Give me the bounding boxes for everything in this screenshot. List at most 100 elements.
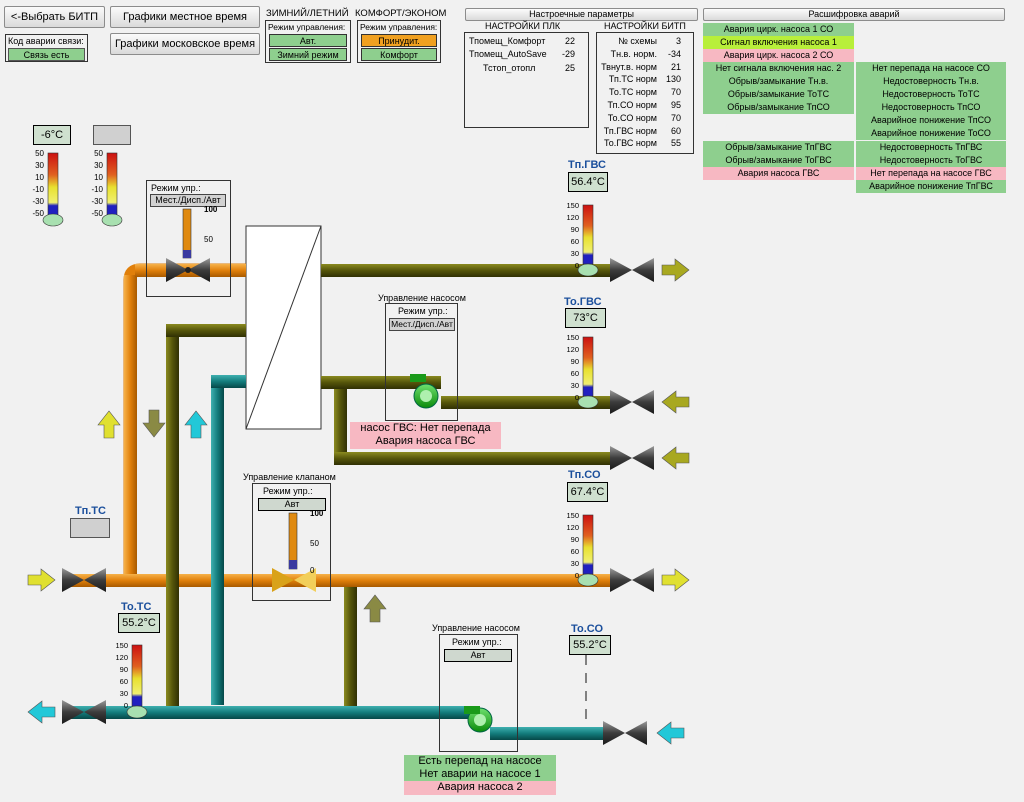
thermometer-to-ts-icon: [126, 644, 148, 719]
scale-tick: -50: [32, 209, 44, 218]
scale-tick: 50: [35, 149, 44, 158]
scale-tick: 120: [566, 345, 579, 354]
bitp-param-name: То.СО норм: [607, 112, 657, 123]
bitp-param-values: 3 -34 21 130 70 95 70 60 55: [659, 35, 681, 150]
scale-tick: 10: [35, 173, 44, 182]
alarm-item: Недостоверность ТоТС: [856, 88, 1006, 101]
plc-param-value: 25: [564, 63, 575, 73]
comfort-state-badge: Комфорт: [361, 48, 437, 61]
scale-tick: 60: [570, 369, 579, 378]
pump-gvs-control-panel: Режим упр.: Мест./Дисп./Авт: [385, 303, 458, 421]
alarm-item: Сигнал включения насоса 1: [703, 36, 854, 49]
tp-gvs-label: Тп.ГВС: [568, 159, 606, 171]
pump-co-message: Есть перепад на насосе: [404, 755, 556, 769]
arrow-co-return-icon: [656, 721, 685, 745]
arrow-down-olive-icon: [142, 409, 166, 438]
bitp-param-name: № схемы: [618, 36, 657, 46]
pump-gvs-title: Управление насосом: [378, 293, 466, 303]
valve-top-scale-max: 100: [204, 205, 218, 214]
scale-tick: 30: [570, 249, 579, 258]
scale-tick: 90: [570, 535, 579, 544]
link-status-badge: Связь есть: [8, 48, 85, 61]
valve-top-control-panel: Режим упр.: Мест./Дисп./Авт 100 50: [146, 180, 231, 297]
bitp-param-value: 55: [670, 138, 681, 149]
scale-tick: 60: [119, 677, 128, 686]
valve-control-mode-label: Режим упр.:: [263, 486, 313, 496]
pump-co-message: Нет аварии на насосе 1: [404, 768, 556, 782]
thermometer-to-gvs-icon: [577, 336, 599, 409]
scale-tick: 90: [570, 357, 579, 366]
arrow-up-olive-icon: [363, 594, 387, 623]
alarm-item: Авария насоса ГВС: [703, 167, 854, 180]
pump-gvs-mode-select[interactable]: Мест./Дисп./Авт: [389, 318, 455, 331]
back-select-bitp-button[interactable]: <-Выбрать БИТП: [4, 6, 105, 28]
plc-settings-panel: Тпомещ_Комфорт 22 Тпомещ_AutoSave -29 Тс…: [464, 32, 589, 128]
valve-control-title: Управление клапаном: [243, 472, 336, 482]
graphs-local-time-button[interactable]: Графики местное время: [110, 6, 260, 28]
pump-gvs-icon[interactable]: [410, 374, 439, 409]
bitp-param-name: То.ГВС норм: [603, 138, 657, 149]
scale-tick: 30: [570, 559, 579, 568]
alarms-header-button[interactable]: Расшифровка аварий: [703, 8, 1005, 21]
arrow-cold-water-icon: [661, 446, 690, 470]
alarm-item: Аварийное понижение ТпГВС: [856, 180, 1006, 193]
season-mode-select[interactable]: Авт.: [269, 34, 347, 47]
scale-tick: 60: [570, 237, 579, 246]
arrow-gvs-return-icon: [661, 390, 690, 414]
valve-co-return-icon: [603, 721, 647, 745]
to-co-label: То.СО: [571, 623, 604, 635]
comfort-panel: Режим управления: Принудит. Комфорт: [357, 20, 441, 63]
scale-tick: 90: [119, 665, 128, 674]
graphs-moscow-time-button[interactable]: Графики московское время: [110, 33, 260, 55]
bitp-param-name: Тп.СО норм: [607, 99, 657, 110]
bitp-param-name: Твнут.в. норм: [601, 61, 657, 72]
valve-top-mode-select[interactable]: Мест./Дисп./Авт: [150, 194, 226, 207]
valve-top-position-bar: [182, 208, 192, 259]
thermometer-indoor-icon: [101, 152, 123, 227]
valve-top-scale-mid: 50: [204, 235, 213, 244]
alarm-item: Обрыв/замыкание ТоТС: [703, 88, 854, 101]
pump-co-mode-select[interactable]: Авт: [444, 649, 512, 662]
scale-tick: 30: [119, 689, 128, 698]
plc-param-value: 22: [564, 36, 575, 46]
alarm-item: Обрыв/замыкание ТоГВС: [703, 154, 854, 167]
scale-tick: 0: [574, 571, 579, 580]
to-ts-label: То.ТС: [121, 601, 152, 613]
scale-tick: 30: [94, 161, 103, 170]
scale-tick: 120: [566, 213, 579, 222]
comfort-mode-select[interactable]: Принудит.: [361, 34, 437, 47]
plc-settings-title: НАСТРОЙКИ ПЛК: [485, 21, 561, 31]
valve-control-scale-mid: 50: [310, 539, 319, 548]
bitp-param-value: 130: [665, 74, 681, 85]
thermometer-tp-co-icon: [577, 514, 599, 587]
alarm-item: Обрыв/замыкание Тн.в.: [703, 75, 854, 88]
alarm-item: Недостоверность Тн.в.: [856, 75, 1006, 88]
settings-header-button[interactable]: Настроечные параметры: [465, 8, 698, 21]
arrow-ts-out-icon: [27, 700, 56, 724]
pump-co-icon[interactable]: [464, 706, 493, 733]
valve-control-mode-select[interactable]: Авт: [258, 498, 326, 511]
bitp-param-name: То.ТС норм: [609, 87, 657, 98]
indoor-temp-value: [93, 125, 131, 145]
scale-tick: 150: [566, 201, 579, 210]
bitp-param-value: 95: [670, 99, 681, 110]
scale-tick: 10: [94, 173, 103, 182]
bitp-param-value: 60: [670, 125, 681, 136]
alarm-item: Нет перепада на насосе ГВС: [856, 167, 1006, 180]
arrow-up-cyan-icon: [184, 410, 208, 439]
pump-co-title: Управление насосом: [432, 623, 520, 633]
scale-tick: -10: [91, 185, 103, 194]
valve-control-icon[interactable]: [272, 568, 316, 592]
pump-co-message: Авария насоса 2: [404, 781, 556, 795]
valve-top-icon[interactable]: [166, 258, 210, 282]
bitp-param-value: -34: [667, 48, 681, 59]
pump-co-control-panel: Режим упр.: Авт: [439, 634, 518, 752]
thermometer-outdoor-icon: [42, 152, 64, 227]
pump-gvs-message: Авария насоса ГВС: [375, 435, 476, 447]
valve-top-mode-label: Режим упр.:: [151, 183, 201, 193]
season-title: ЗИМНИЙ/ЛЕТНИЙ: [266, 8, 349, 19]
